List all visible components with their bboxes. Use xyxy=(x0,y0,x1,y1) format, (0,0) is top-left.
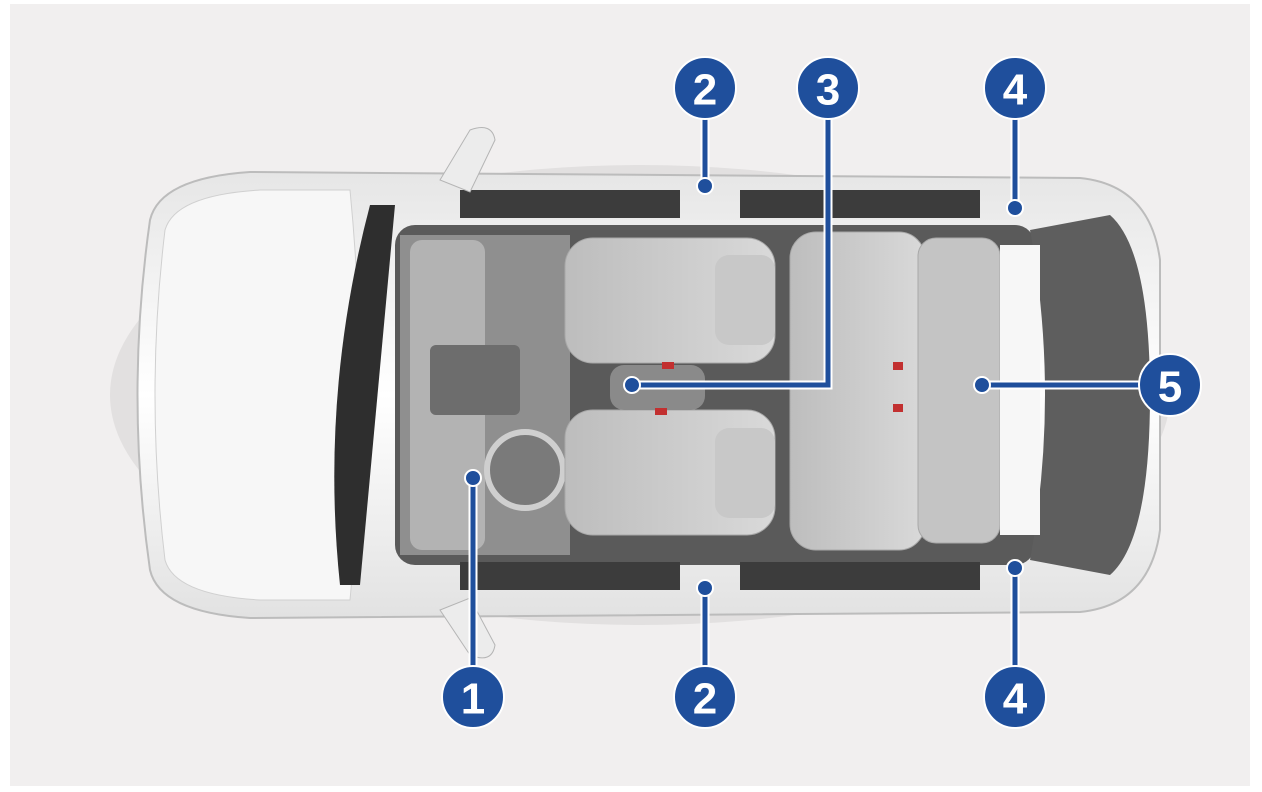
callout-3: 3 xyxy=(623,56,860,394)
callout-2-top: 2 xyxy=(673,56,737,195)
callout-number: 2 xyxy=(693,675,717,724)
callout-4-bottom: 4 xyxy=(983,559,1047,729)
callout-2-bottom: 2 xyxy=(673,579,737,729)
callout-1: 1 xyxy=(441,469,505,729)
callout-number: 5 xyxy=(1158,363,1182,412)
callout-5: 5 xyxy=(973,353,1202,417)
callout-4-top: 4 xyxy=(983,56,1047,217)
callout-number: 1 xyxy=(461,675,485,724)
callout-number: 3 xyxy=(816,66,840,115)
callout-number: 2 xyxy=(693,66,717,115)
callout-number: 4 xyxy=(1003,675,1028,724)
callout-number: 4 xyxy=(1003,66,1028,115)
car-illustration xyxy=(110,127,1170,659)
